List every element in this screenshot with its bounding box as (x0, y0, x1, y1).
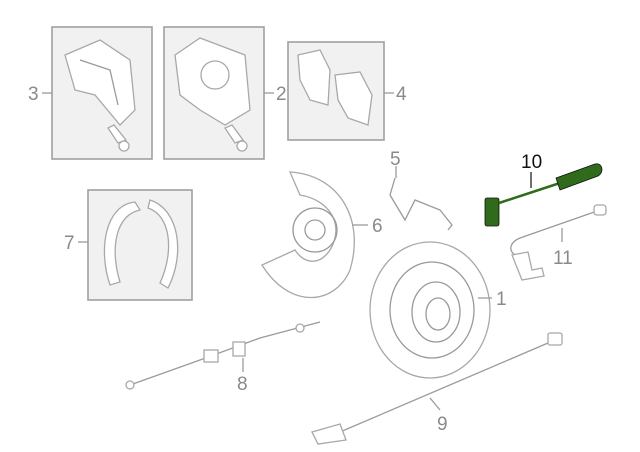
callout-3: 3 (28, 84, 39, 105)
callout-7: 7 (64, 233, 75, 254)
part-4-brake-pads[interactable] (287, 41, 385, 141)
callout-9: 9 (437, 414, 448, 435)
part-11-wear-sensor-bracket[interactable] (510, 204, 607, 281)
part-3-caliper-bracket[interactable] (51, 26, 153, 160)
part-6-dust-shield[interactable] (261, 171, 355, 299)
callout-2: 2 (276, 84, 287, 105)
callout-8: 8 (237, 374, 248, 395)
part-5-clip[interactable] (389, 177, 453, 231)
callout-6: 6 (372, 216, 383, 237)
callout-5: 5 (390, 149, 401, 170)
part-8-parking-brake-cable[interactable] (125, 321, 321, 390)
part-1-rotor[interactable] (369, 241, 491, 379)
part-10-pad-wear-sensor[interactable] (484, 163, 603, 227)
callout-10: 10 (521, 152, 542, 173)
part-9-wear-sensor-lead[interactable] (311, 332, 563, 445)
part-7-parking-brake-shoes[interactable] (87, 189, 193, 301)
callout-1: 1 (496, 289, 507, 310)
callout-11: 11 (553, 248, 573, 269)
part-2-caliper[interactable] (163, 26, 265, 160)
callout-4: 4 (396, 84, 407, 105)
